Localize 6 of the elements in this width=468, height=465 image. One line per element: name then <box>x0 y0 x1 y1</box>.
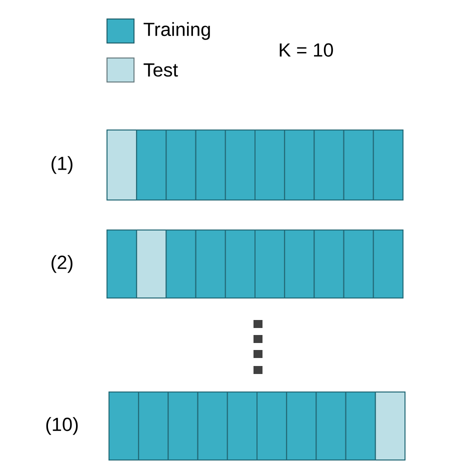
fold-number: (10) <box>46 417 78 435</box>
fold-number: (1) <box>52 156 72 174</box>
legend-label: Test <box>144 63 178 77</box>
fold-number: (2) <box>52 255 72 273</box>
k-value: K = 10 <box>280 43 333 57</box>
legend-label: Training <box>144 22 210 40</box>
